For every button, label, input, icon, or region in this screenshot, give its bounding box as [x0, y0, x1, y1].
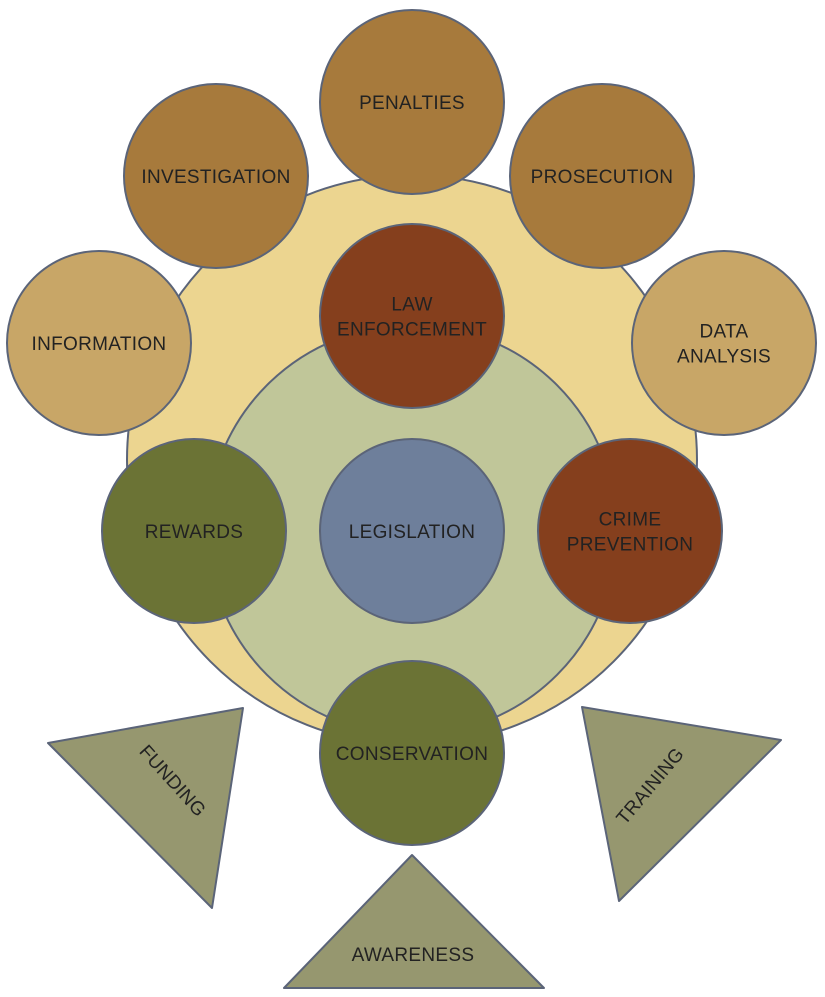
- information-label-line-1: INFORMATION: [32, 334, 167, 355]
- prosecution-label-line-1: PROSECUTION: [531, 167, 674, 188]
- awareness-triangle-shape: [283, 854, 545, 989]
- legislation-node: LEGISLATION: [319, 438, 505, 624]
- awareness-triangle: AWARENESS: [283, 854, 545, 989]
- awareness-label: AWARENESS: [352, 945, 475, 966]
- funding-triangle-shape: [47, 707, 244, 909]
- crime-prevention-circle: [537, 438, 723, 624]
- conservation-node: CONSERVATION: [319, 660, 505, 846]
- conservation-circle: [319, 660, 505, 846]
- law-enforcement-label-line-1: LAW: [391, 295, 432, 316]
- funding-triangle: FUNDING: [47, 707, 244, 909]
- penalties-circle: [319, 9, 505, 195]
- law-enforcement-node: LAW ENFORCEMENT: [319, 223, 505, 409]
- crime-prevention-label-line-1: CRIME: [599, 510, 662, 531]
- information-circle: [6, 250, 192, 436]
- training-triangle: TRAINING: [581, 706, 782, 902]
- data-analysis-label-line-1: DATA: [699, 322, 748, 343]
- information-node: INFORMATION: [6, 250, 192, 436]
- data-analysis-label-line-2: ANALYSIS: [677, 347, 771, 368]
- rewards-circle: [101, 438, 287, 624]
- data-analysis-node: DATA ANALYSIS: [631, 250, 817, 436]
- data-analysis-circle: [631, 250, 817, 436]
- investigation-label-line-1: INVESTIGATION: [141, 167, 290, 188]
- rewards-node: REWARDS: [101, 438, 287, 624]
- crime-prevention-label-line-2: PREVENTION: [567, 535, 694, 556]
- prosecution-circle: [509, 83, 695, 269]
- investigation-circle: [123, 83, 309, 269]
- rewards-label-line-1: REWARDS: [145, 522, 244, 543]
- law-enforcement-label-line-2: ENFORCEMENT: [337, 320, 487, 341]
- conservation-label-line-1: CONSERVATION: [336, 744, 488, 765]
- legislation-label-line-1: LEGISLATION: [349, 522, 476, 543]
- legislation-circle: [319, 438, 505, 624]
- investigation-node: INVESTIGATION: [123, 83, 309, 269]
- training-triangle-shape: [581, 706, 782, 902]
- crime-prevention-node: CRIME PREVENTION: [537, 438, 723, 624]
- penalties-node: PENALTIES: [319, 9, 505, 195]
- penalties-label-line-1: PENALTIES: [359, 93, 465, 114]
- prosecution-node: PROSECUTION: [509, 83, 695, 269]
- law-enforcement-circle: [319, 223, 505, 409]
